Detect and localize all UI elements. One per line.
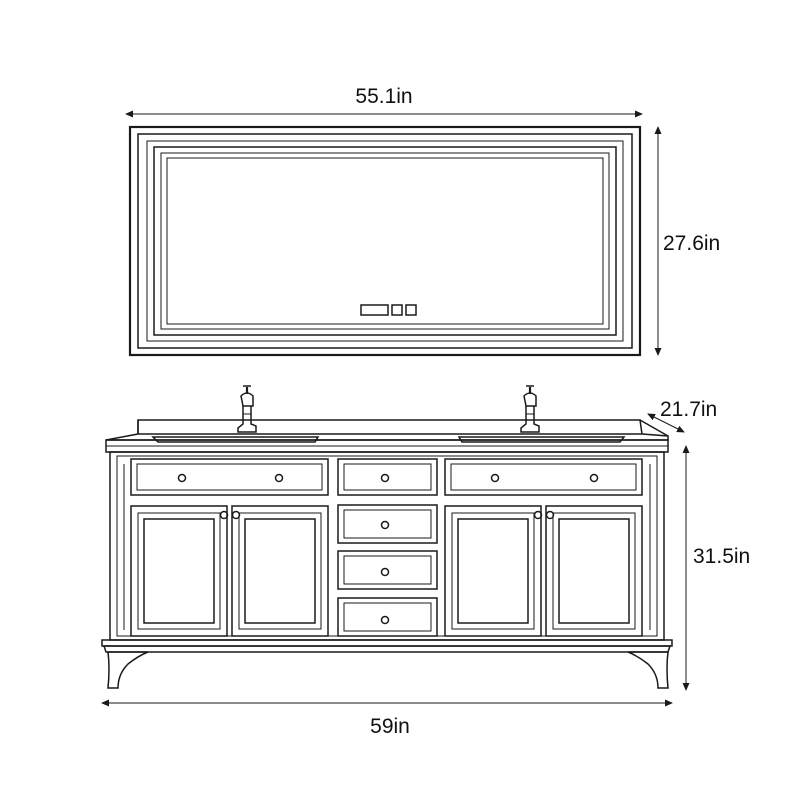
vanity-height-label: 31.5in <box>693 545 750 568</box>
vanity-height-dimension: 31.5in <box>682 445 750 691</box>
right-faucet[interactable] <box>520 385 540 433</box>
left-faucet[interactable] <box>237 385 257 433</box>
left-door-2[interactable] <box>231 505 329 637</box>
vanity-depth-label: 21.7in <box>660 398 717 421</box>
left-sink <box>151 436 320 443</box>
mirror-height-dimension: 27.6in <box>654 126 720 356</box>
right-sink <box>457 436 626 443</box>
left-leg <box>107 651 149 689</box>
vanity-cabinet <box>101 385 673 689</box>
right-door-1[interactable] <box>444 505 543 637</box>
right-top-drawer[interactable] <box>444 458 643 496</box>
mirror-width-label: 55.1in <box>355 85 412 108</box>
right-door-2[interactable] <box>545 505 643 637</box>
mirror-width-dimension: 55.1in <box>125 85 643 118</box>
vanity-width-dimension: 59in <box>101 699 673 738</box>
left-door-1[interactable] <box>130 505 229 637</box>
mirror-touch-buttons[interactable] <box>360 304 417 316</box>
center-drawer-3[interactable] <box>337 550 438 590</box>
center-drawer-4[interactable] <box>337 597 438 637</box>
vanity-depth-dimension: 21.7in <box>647 398 717 433</box>
led-mirror <box>128 125 642 357</box>
vanity-width-label: 59in <box>370 715 410 738</box>
mirror-height-label: 27.6in <box>663 232 720 255</box>
center-drawer-2[interactable] <box>337 504 438 544</box>
left-top-drawer[interactable] <box>130 458 329 496</box>
right-leg <box>627 651 669 689</box>
center-drawer-1[interactable] <box>337 458 438 496</box>
